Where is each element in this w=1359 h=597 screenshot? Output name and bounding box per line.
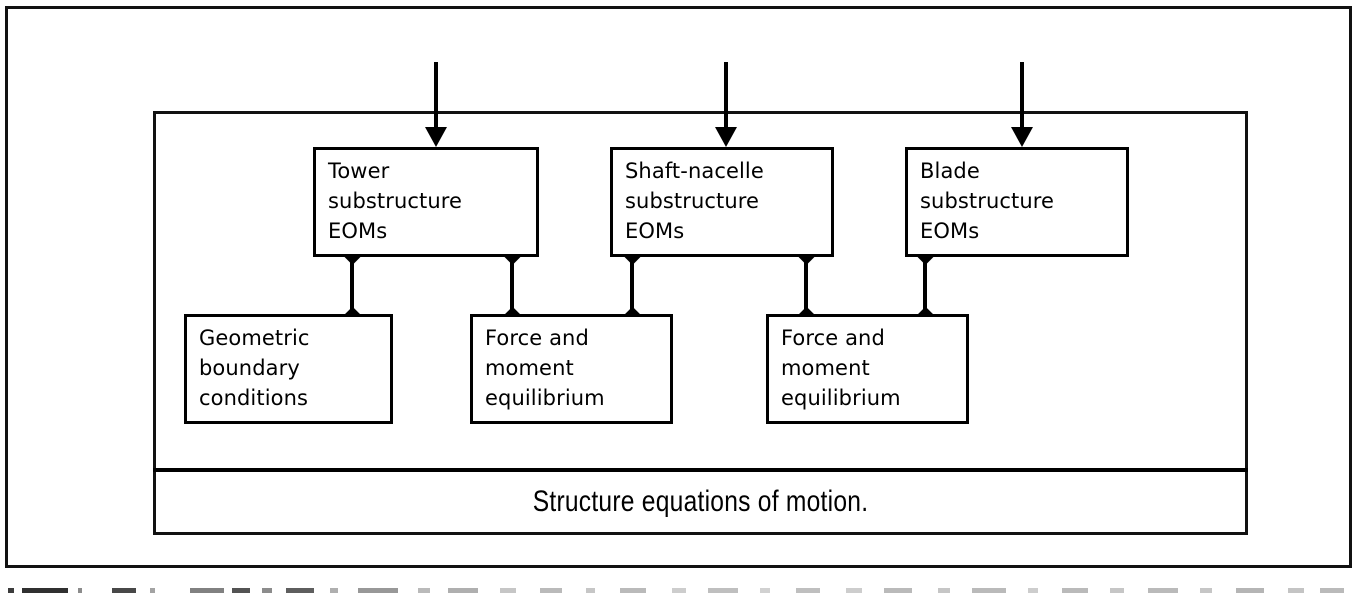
node-force2-line-1: Force and	[781, 326, 885, 350]
node-force1-line-1: Force and	[485, 326, 589, 350]
node-blade-line-1: Blade	[920, 159, 980, 183]
node-force1-line-3: equilibrium	[485, 386, 605, 410]
connector-tower-to-geometric-line	[350, 255, 354, 317]
node-tower-line-3: EOMs	[328, 219, 388, 243]
input-arrow-shaft-nacelle-shaft	[724, 62, 728, 130]
node-tower-line-1: Tower	[328, 159, 390, 183]
caption-separator	[153, 468, 1248, 472]
outer-frame	[5, 6, 1352, 568]
node-blade-substructure-eoms[interactable]: Blade substructure EOMs	[905, 147, 1129, 257]
inner-frame	[153, 111, 1248, 535]
connector-shaftnacelle-to-force2-line	[804, 255, 808, 317]
node-blade-line-2: substructure	[920, 189, 1055, 213]
node-force2-line-3: equilibrium	[781, 386, 901, 410]
input-arrow-tower-head	[425, 127, 447, 147]
node-geometric-line-1: Geometric	[199, 326, 310, 350]
node-geometric-line-3: conditions	[199, 386, 309, 410]
connector-tower-to-force1-line	[510, 255, 514, 317]
node-geometric-boundary-conditions[interactable]: Geometric boundary conditions	[184, 314, 393, 424]
input-arrow-blade-shaft	[1020, 62, 1024, 130]
node-tower-line-2: substructure	[328, 189, 463, 213]
node-force-and-moment-equilibrium-2[interactable]: Force and moment equilibrium	[766, 314, 969, 424]
caption-structure-equations-of-motion: Structure equations of motion.	[532, 485, 869, 518]
node-shaft-nacelle-substructure-eoms[interactable]: Shaft-nacelle substructure EOMs	[610, 147, 834, 257]
node-geometric-line-2: boundary	[199, 356, 300, 380]
input-arrow-blade-head	[1011, 127, 1033, 147]
node-force1-line-2: moment	[485, 356, 574, 380]
node-shaft-nacelle-line-3: EOMs	[625, 219, 685, 243]
node-tower-substructure-eoms[interactable]: Tower substructure EOMs	[313, 147, 539, 257]
connector-blade-to-force2-line	[923, 255, 927, 317]
node-blade-line-3: EOMs	[920, 219, 980, 243]
node-shaft-nacelle-line-2: substructure	[625, 189, 760, 213]
connector-shaftnacelle-to-force1-line	[630, 255, 634, 317]
node-shaft-nacelle-line-1: Shaft-nacelle	[625, 159, 764, 183]
scan-artifact-row	[0, 588, 1359, 595]
input-arrow-tower-shaft	[434, 62, 438, 130]
node-force-and-moment-equilibrium-1[interactable]: Force and moment equilibrium	[470, 314, 673, 424]
input-arrow-shaft-nacelle-head	[715, 127, 737, 147]
node-force2-line-2: moment	[781, 356, 870, 380]
